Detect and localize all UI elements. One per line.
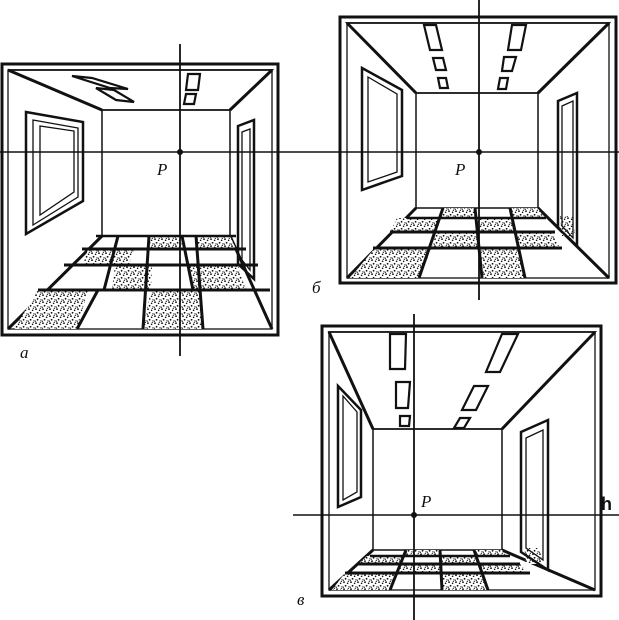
figure-label-a: а: [20, 343, 29, 362]
room-b: [278, 0, 619, 300]
room-a-ceiling-lights: [71, 72, 202, 106]
room-c-vanishing-point-label: P: [420, 492, 431, 511]
room-c-horizon-label: h: [601, 494, 612, 514]
room-b-axes: [278, 0, 619, 300]
room-b-window: [360, 65, 404, 192]
room-c-floor: [332, 548, 542, 591]
room-c-ceiling-lights: [388, 332, 520, 430]
room-a-floor: [14, 234, 270, 330]
room-b-ceiling-lights: [422, 23, 528, 91]
room-b-outer-frame: [338, 15, 618, 285]
room-a: [0, 44, 280, 356]
room-c: [293, 314, 619, 620]
room-a-vanishing-point-label: P: [156, 160, 167, 179]
room-a-outer-frame: [0, 62, 280, 337]
room-a-back-wall: [7, 69, 275, 237]
room-a-door: [236, 118, 256, 282]
room-c-window: [336, 382, 363, 509]
room-c-outer-frame: [320, 324, 603, 598]
figure-label-c: в: [297, 590, 305, 609]
figure-label-b: б: [312, 278, 321, 297]
room-a-window: [24, 110, 85, 237]
room-b-vanishing-point-label: P: [454, 160, 465, 179]
room-b-floor: [350, 207, 575, 279]
room-c-back-wall: [327, 331, 598, 551]
room-a-axes: [0, 44, 278, 356]
room-c-axes: [293, 314, 619, 620]
room-c-door: [519, 418, 550, 573]
room-b-door: [556, 91, 579, 249]
